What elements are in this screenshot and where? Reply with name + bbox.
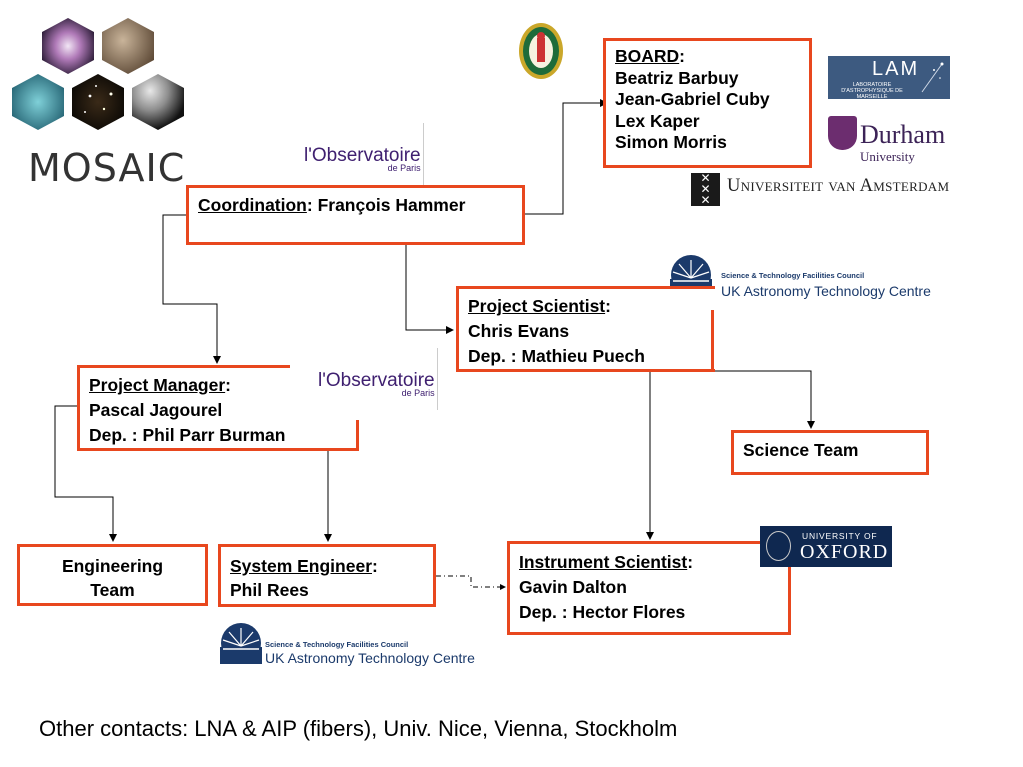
mosaic-hexagon-logo [12, 18, 184, 130]
system-engineer-name: Phil Rees [230, 580, 309, 600]
lam-logo: LAM LABORATOIRE D'ASTROPHYSIQUE DE MARSE… [828, 56, 950, 100]
instrument-scientist-heading: Instrument Scientist [519, 552, 688, 572]
system-engineer-colon: : [372, 556, 378, 576]
oxford-logo: UNIVERSITY OF OXFORD [760, 526, 892, 567]
board-member: Beatriz Barbuy [615, 67, 739, 88]
project-manager-box: Project Manager: Pascal Jagourel Dep. : … [77, 365, 359, 451]
brazil-seal-logo [519, 23, 563, 79]
observatoire-logo: l'Observatoire de Paris [304, 123, 424, 185]
instrument-scientist-deputy: Dep. : Hector Flores [519, 602, 686, 622]
observatoire-sub: de Paris [401, 388, 435, 398]
instrument-scientist-name: Gavin Dalton [519, 577, 627, 597]
science-team-label: Science Team [743, 440, 859, 460]
board-heading: BOARD [615, 46, 680, 66]
oxford-big: OXFORD [800, 541, 889, 563]
observatoire-name: l'Observatoire [304, 145, 421, 166]
observatoire-logo: l'Observatoire de Paris [318, 348, 438, 410]
connector-scientist-science-team [585, 370, 815, 429]
stfc-sun-icon [220, 623, 262, 664]
system-engineer-heading: System Engineer [230, 556, 372, 576]
oxford-crest-icon [766, 531, 791, 561]
observatoire-logo-backdrop [290, 350, 440, 420]
durham-subtitle: University [860, 149, 915, 164]
system-engineer-box: System Engineer: Phil Rees [218, 544, 436, 607]
board-member: Lex Kaper [615, 110, 700, 131]
other-contacts-text: Other contacts: LNA & AIP (fibers), Univ… [39, 716, 678, 741]
connector-system-instrument [431, 573, 506, 590]
uva-name: Universiteit van Amsterdam [727, 176, 950, 196]
engineering-team-label: Team [90, 580, 135, 600]
project-scientist-heading: Project Scientist [468, 296, 606, 316]
mosaic-wordmark: MOSAIC [28, 146, 186, 190]
connector-coordination-scientist [405, 244, 454, 334]
stfc-council: Science & Technology Facilities Council [721, 271, 865, 280]
lam-title: LAM [872, 58, 920, 80]
project-scientist-name: Chris Evans [468, 321, 570, 341]
board-member: Jean-Gabriel Cuby [615, 89, 770, 109]
engineering-team-label: Engineering [61, 556, 164, 576]
project-manager-deputy: Dep. : Phil Parr Burman [89, 425, 286, 445]
project-scientist-colon: : [605, 296, 611, 316]
project-manager-name: Pascal Jagourel [89, 400, 223, 420]
stfc-council: Science & Technology Facilities Council [265, 640, 409, 649]
board-member: Simon Morris [615, 132, 727, 152]
oxford-small: UNIVERSITY OF [802, 531, 878, 541]
project-scientist-box: Project Scientist: Chris Evans Dep. : Ma… [456, 286, 715, 372]
coordination-heading: Coordination [198, 195, 307, 215]
project-scientist-deputy: Dep. : Mathieu Puech [468, 346, 645, 366]
uva-emblem-icon: ✕✕✕ [691, 172, 720, 206]
observatoire-name: l'Observatoire [318, 370, 435, 391]
instrument-scientist-colon: : [687, 552, 694, 572]
instrument-scientist-box: Instrument Scientist: Gavin Dalton Dep. … [507, 541, 791, 635]
stfc-centre: UK Astronomy Technology Centre [265, 650, 475, 666]
telescope-icon [921, 62, 944, 93]
project-manager-heading: Project Manager [89, 375, 226, 395]
science-team-box: Science Team [731, 430, 929, 475]
coordination-name: : François Hammer [306, 195, 466, 215]
lam-subtitle: LABORATOIRE D'ASTROPHYSIQUE DE MARSEILLE [841, 82, 903, 100]
coordination-box: Coordination: François Hammer [186, 185, 525, 245]
engineering-team-box: Engineering Team [17, 544, 208, 606]
durham-crest-icon [828, 116, 857, 150]
project-manager-colon: : [225, 375, 231, 395]
board-box: BOARD: Beatriz Barbuy Jean-Gabriel Cuby … [603, 38, 812, 168]
connector-coordination-manager [162, 214, 221, 364]
observatoire-sub: de Paris [387, 163, 421, 173]
stfc-centre: UK Astronomy Technology Centre [721, 283, 931, 299]
connector-coordination-board [523, 99, 608, 215]
connector-manager-engineering [54, 405, 117, 542]
project-scientist-border-segment [711, 310, 714, 372]
durham-title: Durham [860, 120, 946, 149]
